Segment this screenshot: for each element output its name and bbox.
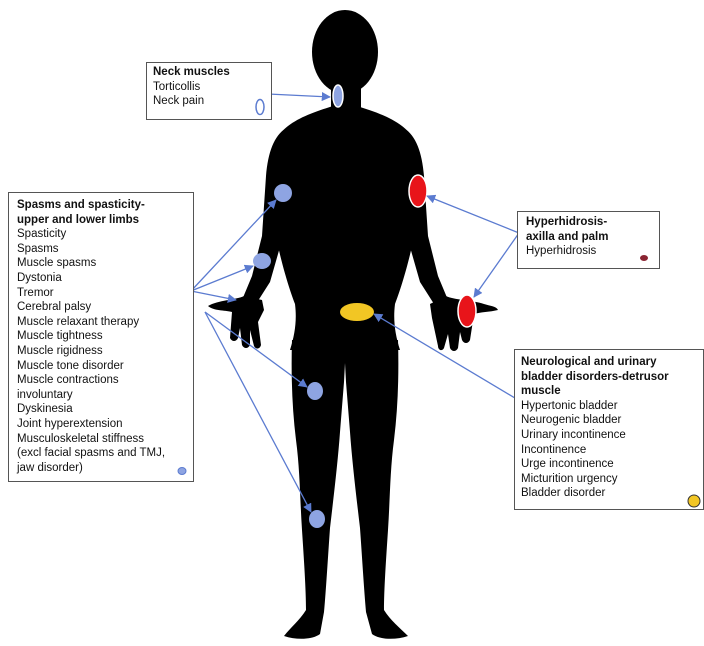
list-item: Muscle tone disorder [17, 359, 185, 374]
bladder-disorders-list: Hypertonic bladder Neurogenic bladder Ur… [521, 399, 697, 501]
list-item: Bladder disorder [521, 486, 697, 501]
list-item: Urinary incontinence [521, 428, 697, 443]
neck-muscles-title: Neck muscles [153, 65, 265, 80]
list-item: Hyperhidrosis [526, 244, 651, 259]
right-leg-shape [344, 340, 408, 639]
left-hand-shape [208, 296, 264, 349]
list-item: Joint hyperextension [17, 417, 185, 432]
thigh-site-marker [307, 382, 323, 400]
list-item: Urge incontinence [521, 457, 697, 472]
list-item: Torticollis [153, 80, 265, 95]
list-item: involuntary [17, 388, 185, 403]
forearm-site-marker [253, 253, 271, 269]
list-item: Cerebral palsy [17, 300, 185, 315]
yellow-oval-icon [687, 494, 701, 508]
axilla-site-marker [409, 175, 427, 207]
list-item: Muscle relaxant therapy [17, 315, 185, 330]
bladder-site-marker [340, 303, 374, 321]
list-item: Spasms [17, 242, 185, 257]
blue-outline-oval-icon [254, 98, 266, 116]
list-item: Hypertonic bladder [521, 399, 697, 414]
list-item: Spasticity [17, 227, 185, 242]
hand-arrow [191, 291, 236, 300]
neck-site-marker [333, 85, 343, 107]
axilla-arrow [427, 196, 519, 233]
list-item: Muscle contractions [17, 373, 185, 388]
list-item: Neck pain [153, 94, 265, 109]
bladder-disorders-box: Neurological and urinary bladder disorde… [514, 349, 704, 510]
hyperhidrosis-box: Hyperhidrosis- axilla and palm Hyperhidr… [517, 211, 660, 269]
list-item: Dystonia [17, 271, 185, 286]
left-arm-shape [242, 128, 290, 304]
neck-muscles-list: Torticollis Neck pain [153, 80, 265, 109]
palm-site-marker [458, 295, 476, 327]
list-item: Musculoskeletal stiffness [17, 432, 185, 447]
neck-arrow [268, 94, 330, 97]
bladder-disorders-title: Neurological and urinary bladder disorde… [521, 355, 697, 399]
spasms-spasticity-box: Spasms and spasticity- upper and lower l… [8, 192, 194, 482]
list-item: (excl facial spasms and TMJ, [17, 446, 185, 461]
right-arm-shape [400, 128, 448, 304]
spasms-spasticity-list: Spasticity Spasms Muscle spasms Dystonia… [17, 227, 185, 475]
list-item: Incontinence [521, 443, 697, 458]
list-item: Tremor [17, 286, 185, 301]
list-item: Neurogenic bladder [521, 413, 697, 428]
calf-site-marker [309, 510, 325, 528]
hyperhidrosis-list: Hyperhidrosis [526, 244, 651, 259]
upper-arm-site-marker [274, 184, 292, 202]
blue-oval-icon [177, 466, 187, 476]
list-item: Muscle spasms [17, 256, 185, 271]
palm-arrow [474, 233, 519, 297]
list-item: jaw disorder) [17, 461, 185, 476]
forearm-arrow [191, 266, 253, 291]
list-item: Muscle tightness [17, 329, 185, 344]
list-item: Dyskinesia [17, 402, 185, 417]
neck-muscles-box: Neck muscles Torticollis Neck pain [146, 62, 272, 120]
spasms-spasticity-title: Spasms and spasticity- upper and lower l… [17, 198, 185, 227]
list-item: Micturition urgency [521, 472, 697, 487]
maroon-oval-icon [639, 254, 649, 262]
list-item: Muscle rigidness [17, 344, 185, 359]
hyperhidrosis-title: Hyperhidrosis- axilla and palm [526, 215, 651, 244]
